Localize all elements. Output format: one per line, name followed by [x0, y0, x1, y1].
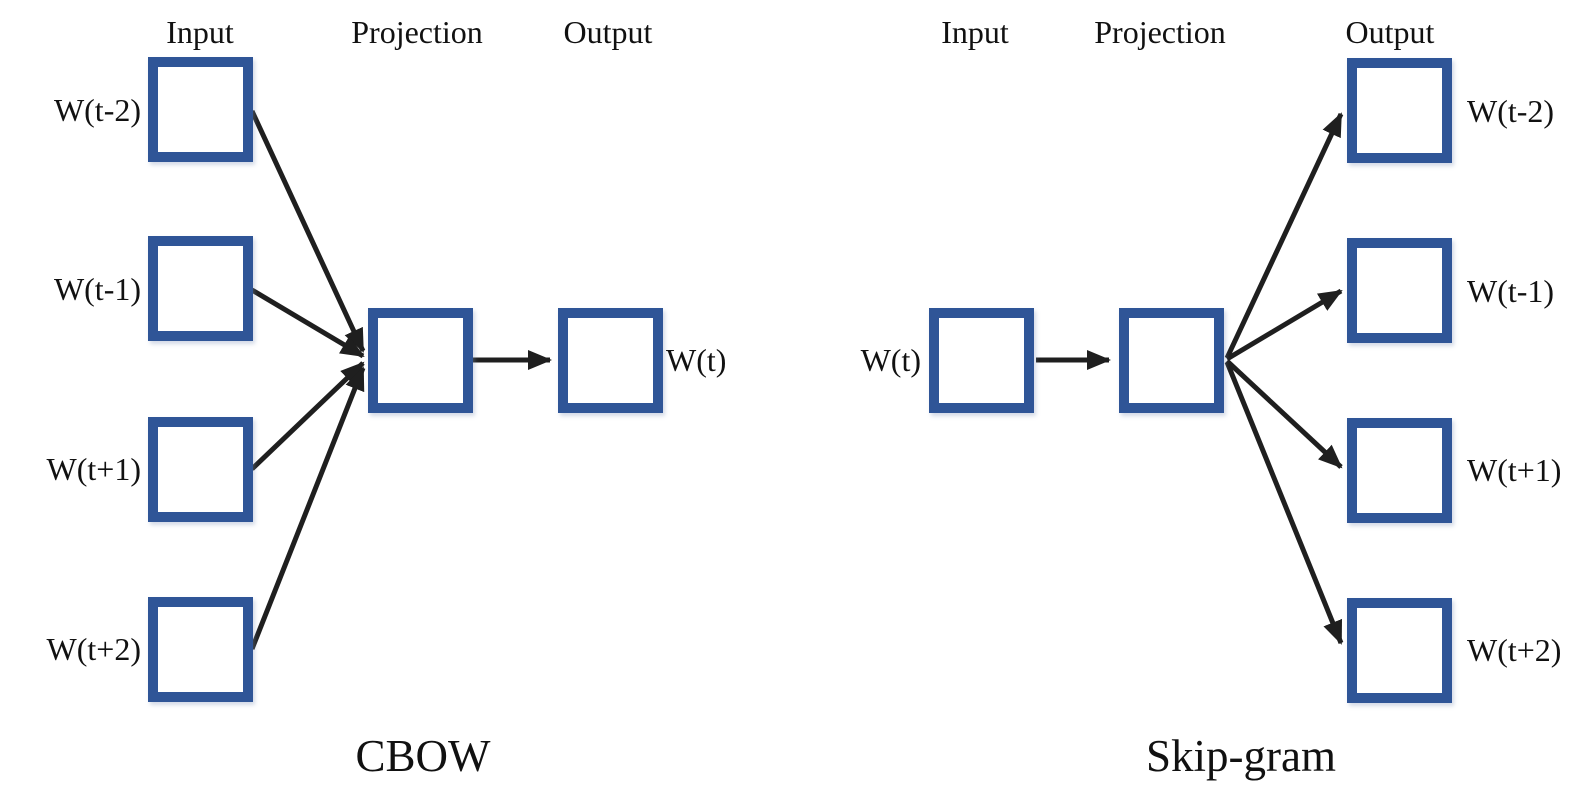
- sg-output-label-3: W(t+1): [1467, 452, 1562, 488]
- sg-output-label-1: W(t-2): [1467, 93, 1555, 129]
- cbow-input-label-3: W(t+1): [46, 451, 141, 487]
- cbow-input-label-1: W(t-2): [53, 92, 141, 128]
- cbow-input-box-1: [148, 57, 253, 162]
- cbow-title: CBOW: [355, 731, 491, 781]
- cbow-arrow-input1: [249, 109, 366, 353]
- sg-arrow-output1: [1224, 112, 1344, 360]
- sg-arrow-output3: [1225, 359, 1343, 469]
- cbow-arrow-input4: [249, 366, 366, 650]
- sg-output-box-3: [1347, 418, 1452, 523]
- sg-header-output: Output: [1345, 14, 1435, 50]
- cbow-header-output: Output: [563, 14, 653, 50]
- cbow-projection-box: [368, 308, 473, 413]
- sg-input-label: W(t): [860, 342, 921, 378]
- cbow-input-box-3: [148, 417, 253, 522]
- cbow-arrow-input3: [250, 361, 365, 471]
- cbow-input-label-4: W(t+2): [46, 631, 141, 667]
- cbow-output-box: [558, 308, 663, 413]
- cbow-input-label-2: W(t-1): [53, 271, 141, 307]
- sg-output-label-4: W(t+2): [1467, 632, 1562, 668]
- sg-title: Skip-gram: [1146, 731, 1336, 781]
- sg-output-box-1: [1347, 58, 1452, 163]
- sg-output-box-2: [1347, 238, 1452, 343]
- sg-arrow-output2: [1225, 288, 1343, 362]
- cbow-output-label: W(t): [666, 342, 727, 378]
- sg-output-label-2: W(t-1): [1467, 273, 1555, 309]
- cbow-header-projection: Projection: [351, 14, 483, 50]
- sg-output-box-4: [1347, 598, 1452, 703]
- cbow-input-box-2: [148, 236, 253, 341]
- cbow-arrow-input2: [250, 287, 365, 359]
- cbow-input-box-4: [148, 597, 253, 702]
- sg-projection-box: [1119, 308, 1224, 413]
- sg-input-box: [929, 308, 1034, 413]
- sg-header-projection: Projection: [1094, 14, 1226, 50]
- sg-arrow-output4: [1224, 361, 1344, 645]
- sg-header-input: Input: [941, 14, 1009, 50]
- cbow-header-input: Input: [166, 14, 234, 50]
